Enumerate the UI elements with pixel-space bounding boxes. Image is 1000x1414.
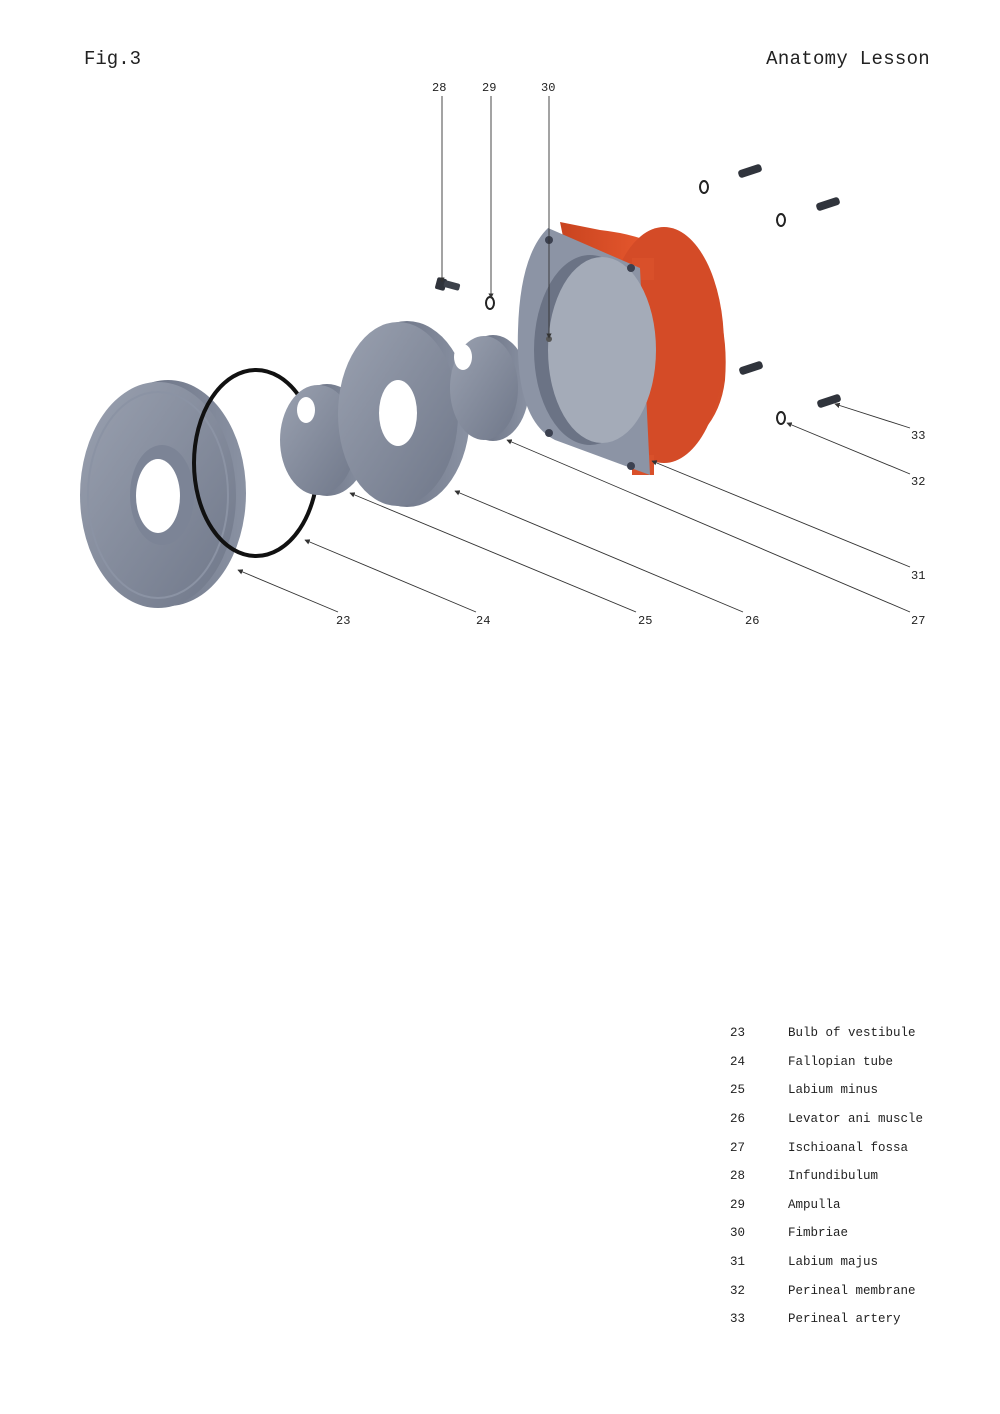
legend-name: Levator ani muscle	[788, 1112, 924, 1127]
legend-row: 28 Infundibulum	[730, 1162, 923, 1191]
legend-name: Perineal artery	[788, 1312, 901, 1327]
legend-row: 27 Ischioanal fossa	[730, 1133, 923, 1162]
leader-lines	[237, 96, 911, 613]
legend-row: 26 Levator ani muscle	[730, 1105, 923, 1134]
part-23-flange	[80, 380, 246, 608]
legend-name: Ampulla	[788, 1197, 841, 1212]
part-29-washer	[485, 296, 495, 310]
callout-24: 24	[476, 614, 490, 628]
callout-32: 32	[911, 475, 925, 489]
legend-number: 32	[730, 1283, 746, 1298]
legend-row: 30 Fimbriae	[730, 1219, 923, 1248]
legend-name: Fallopian tube	[788, 1054, 894, 1069]
figure-label: Fig.3	[84, 48, 142, 70]
legend-name: Fimbriae	[788, 1226, 849, 1241]
legend-number: 28	[730, 1169, 746, 1184]
legend-name: Bulb of vestibule	[788, 1026, 916, 1041]
legend-row: 23 Bulb of vestibule	[730, 1019, 923, 1048]
part-31-housing	[517, 222, 726, 475]
part-28-screw	[435, 277, 461, 291]
callout-31: 31	[911, 569, 925, 583]
legend-number: 29	[730, 1197, 746, 1212]
legend-number: 30	[730, 1226, 746, 1241]
legend-row: 33 Perineal artery	[730, 1305, 923, 1334]
legend-name: Infundibulum	[788, 1169, 879, 1184]
part-26-large-disc	[338, 321, 470, 507]
legend-row: 29 Ampulla	[730, 1191, 923, 1220]
legend-row: 24 Fallopian tube	[730, 1048, 923, 1077]
fasteners-right	[699, 164, 841, 425]
legend-number: 27	[730, 1140, 746, 1155]
legend-name: Perineal membrane	[788, 1283, 916, 1298]
legend-row: 31 Labium majus	[730, 1248, 923, 1277]
legend-number: 24	[730, 1054, 746, 1069]
legend-name: Ischioanal fossa	[788, 1140, 909, 1155]
legend-number: 25	[730, 1083, 746, 1098]
callout-26: 26	[745, 614, 759, 628]
callout-23: 23	[336, 614, 350, 628]
legend-name: Labium minus	[788, 1083, 879, 1098]
part-27-eccentric-disc	[450, 335, 529, 441]
callout-labels: 23 24 25 26 27 28 29 30 31 32 33	[336, 81, 925, 628]
exploded-assembly-drawing: 23 24 25 26 27 28 29 30 31 32 33	[80, 81, 925, 628]
legend-name: Labium majus	[788, 1255, 879, 1270]
callout-25: 25	[638, 614, 652, 628]
legend-row: 32 Perineal membrane	[730, 1276, 923, 1305]
legend-number: 33	[730, 1312, 746, 1327]
legend-number: 26	[730, 1112, 746, 1127]
legend-number: 31	[730, 1255, 746, 1270]
callout-30: 30	[541, 81, 555, 95]
callout-27: 27	[911, 614, 925, 628]
page-title: Anatomy Lesson	[766, 48, 930, 70]
legend-row: 25 Labium minus	[730, 1076, 923, 1105]
callout-33: 33	[911, 429, 925, 443]
callout-28: 28	[432, 81, 446, 95]
legend-number: 23	[730, 1026, 746, 1041]
callout-29: 29	[482, 81, 496, 95]
